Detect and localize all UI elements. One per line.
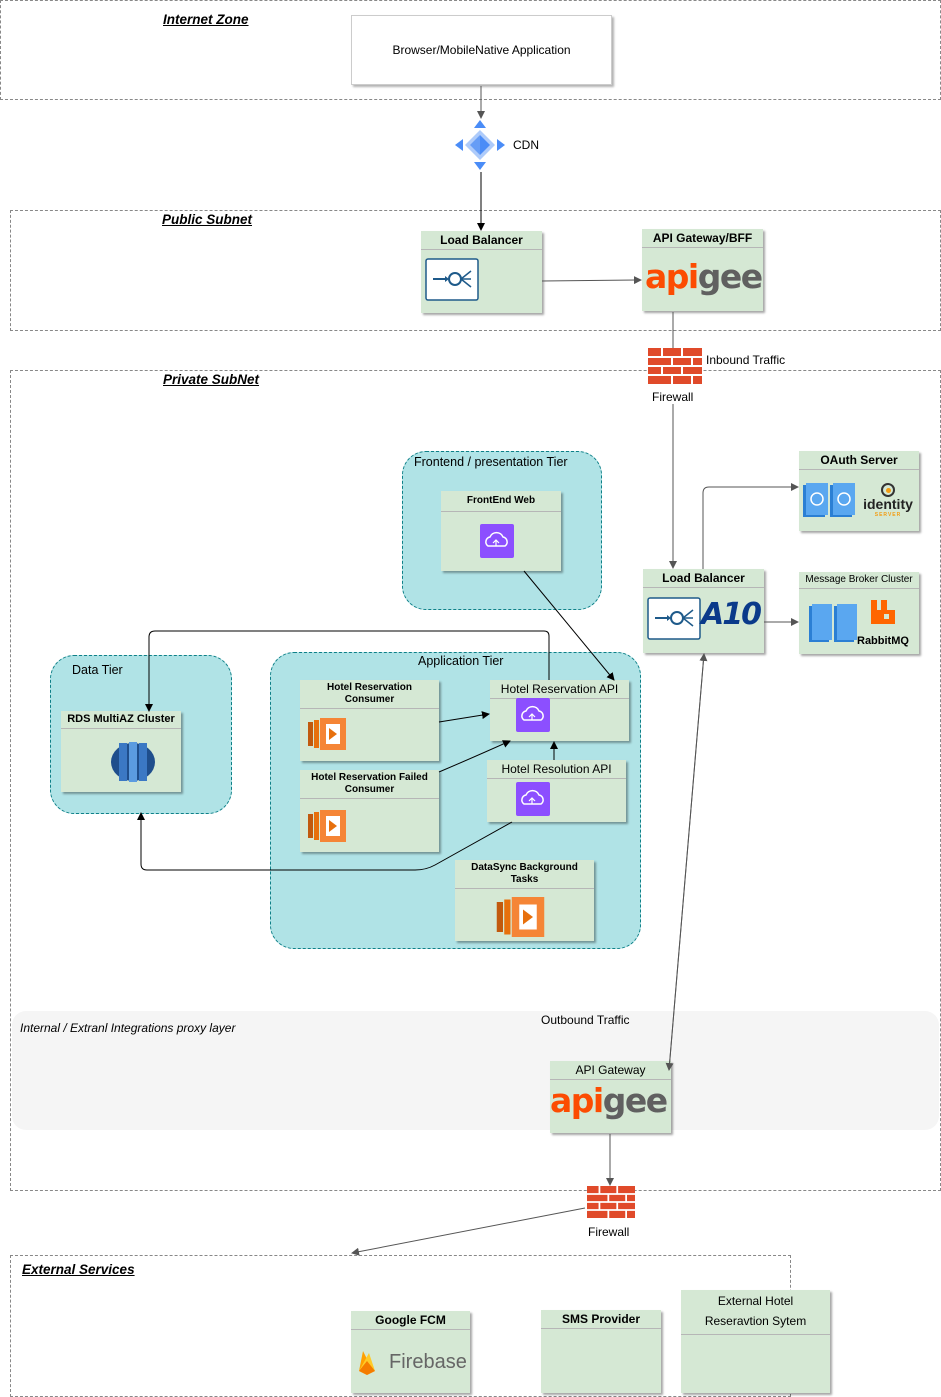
hotel-resolution-api-title: Hotel Resolution API — [487, 760, 626, 780]
data-tier-label: Data Tier — [72, 663, 123, 677]
identity-server-logo: identity SERVER — [859, 483, 917, 518]
hotel-reservation-consumer-title: Hotel Reservation Consumer — [300, 680, 439, 709]
rds-title: RDS MultiAZ Cluster — [61, 711, 181, 730]
external-services-label: External Services — [22, 1262, 135, 1277]
datasync-title: DataSync Background Tasks — [455, 860, 594, 889]
firewall-icon-bottom — [587, 1186, 635, 1218]
lambda-compute-icon — [308, 810, 346, 842]
google-fcm-title: Google FCM — [351, 1311, 470, 1331]
frontend-web-title: FrontEnd Web — [441, 491, 561, 512]
a10-logo: A10 — [701, 597, 762, 632]
google-fcm[interactable]: Google FCM Firebase — [351, 1311, 470, 1393]
identity-text: identity — [863, 496, 913, 512]
api-gateway-icon — [480, 524, 514, 558]
api-gateway-icon — [516, 782, 550, 816]
firewall-bottom-label: Firewall — [588, 1225, 630, 1239]
message-broker-cluster[interactable]: Message Broker Cluster RabbitMQ — [799, 572, 919, 654]
edge-firewall-external — [351, 1207, 586, 1256]
proxy-api-gateway-title: API Gateway — [550, 1061, 671, 1081]
api-gateway-bff[interactable]: API Gateway/BFF apigee — [642, 229, 763, 311]
firewall-top-label: Firewall — [652, 390, 694, 404]
outbound-traffic-label: Outbound Traffic — [541, 1013, 630, 1027]
rabbitmq-icon — [871, 600, 895, 624]
client-application-label: Browser/MobileNative Application — [392, 43, 571, 57]
api-gateway-bff-title: API Gateway/BFF — [642, 229, 763, 249]
public-subnet-label: Public Subnet — [162, 212, 253, 227]
rabbitmq-label: RabbitMQ — [857, 635, 909, 647]
public-load-balancer-title: Load Balancer — [421, 231, 542, 251]
firebase-logo-text: Firebase — [389, 1351, 467, 1373]
oauth-server-title: OAuth Server — [799, 451, 919, 471]
private-load-balancer-title: Load Balancer — [643, 569, 764, 589]
hotel-reservation-api[interactable]: Hotel Reservation API — [490, 680, 629, 741]
lambda-compute-icon — [308, 718, 346, 750]
proxy-layer-label: Internal / Extranl Integrations proxy la… — [20, 1021, 236, 1035]
load-balancer-icon — [647, 597, 701, 640]
hotel-reservation-consumer[interactable]: Hotel Reservation Consumer — [300, 680, 439, 761]
broker-server-icon — [809, 604, 857, 642]
proxy-layer-band — [12, 1011, 939, 1130]
cdn-icon — [455, 120, 505, 170]
client-application-box[interactable]: Browser/MobileNative Application — [351, 15, 612, 85]
message-broker-title: Message Broker Cluster — [799, 572, 919, 589]
cdn-label: CDN — [513, 138, 539, 152]
external-hotel-title: External Hotel Reseravtion Sytem — [681, 1290, 830, 1335]
identity-key-icon — [881, 483, 895, 497]
hotel-reservation-failed-consumer-title: Hotel Reservation Failed Consumer — [300, 770, 439, 799]
private-subnet-label: Private SubNet — [163, 372, 260, 387]
sms-provider[interactable]: SMS Provider — [541, 1310, 661, 1393]
datasync-background-tasks[interactable]: DataSync Background Tasks — [455, 860, 594, 941]
public-load-balancer[interactable]: Load Balancer — [421, 231, 542, 313]
server-cluster-icon — [803, 483, 855, 517]
api-gateway-icon — [516, 698, 550, 732]
application-tier-label: Application Tier — [418, 654, 504, 668]
lambda-compute-icon — [496, 897, 545, 937]
external-hotel-reservation-system[interactable]: External Hotel Reseravtion Sytem — [681, 1290, 830, 1393]
hotel-reservation-failed-consumer[interactable]: Hotel Reservation Failed Consumer — [300, 770, 439, 852]
rds-multiaz-cluster[interactable]: RDS MultiAZ Cluster — [61, 711, 181, 792]
apigee-logo: apigee — [550, 1081, 668, 1120]
load-balancer-icon — [425, 258, 479, 301]
hotel-resolution-api[interactable]: Hotel Resolution API — [487, 760, 626, 822]
identity-sub-text: SERVER — [874, 512, 902, 519]
frontend-web[interactable]: FrontEnd Web — [441, 491, 561, 571]
frontend-tier-label: Frontend / presentation Tier — [414, 455, 568, 469]
internet-zone-label: Internet Zone — [163, 12, 249, 27]
apigee-logo: apigee — [645, 257, 763, 296]
private-load-balancer[interactable]: Load Balancer A10 — [643, 569, 764, 653]
oauth-server[interactable]: OAuth Server identity SERVER — [799, 451, 919, 531]
hotel-reservation-api-title: Hotel Reservation API — [490, 680, 629, 700]
proxy-api-gateway[interactable]: API Gateway apigee — [550, 1061, 671, 1133]
inbound-traffic-label: Inbound Traffic — [706, 353, 786, 367]
sms-provider-title: SMS Provider — [541, 1310, 661, 1330]
firebase-flame-icon — [359, 1351, 375, 1375]
firewall-icon-top — [648, 348, 702, 384]
rds-database-icon — [111, 742, 155, 782]
